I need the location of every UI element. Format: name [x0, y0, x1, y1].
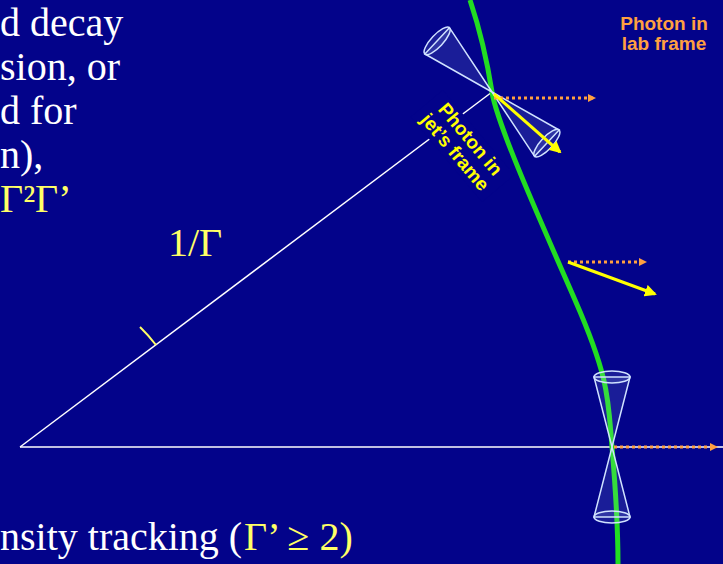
slide-text: sion, or [0, 46, 120, 88]
beaming-cone [594, 371, 630, 523]
slide-text: n), [0, 134, 43, 176]
lab-photon-arrow [568, 261, 645, 264]
slide-text: d for [0, 90, 77, 132]
jet-trajectory [470, 0, 618, 564]
angle-arc [140, 327, 156, 345]
jet-frame-label: Photon in jet’s frame [411, 90, 514, 202]
slide-text: nsity tracking ( [0, 516, 242, 558]
formula-text: Γ’ ≥ 2) [244, 516, 353, 558]
jet-photon-arrow [494, 94, 560, 152]
slide-text: d decay [0, 2, 123, 44]
angle-line [20, 92, 492, 447]
lab-photon-arrow [494, 97, 594, 100]
jet-photon-arrow [568, 262, 655, 294]
formula-text: Γ²Γ’ [0, 178, 72, 220]
lab-frame-label: Photon in lab frame [614, 14, 714, 54]
lab-photon-arrow [614, 446, 716, 449]
axis-line [20, 446, 723, 448]
angle-label: 1/Γ [168, 222, 222, 264]
